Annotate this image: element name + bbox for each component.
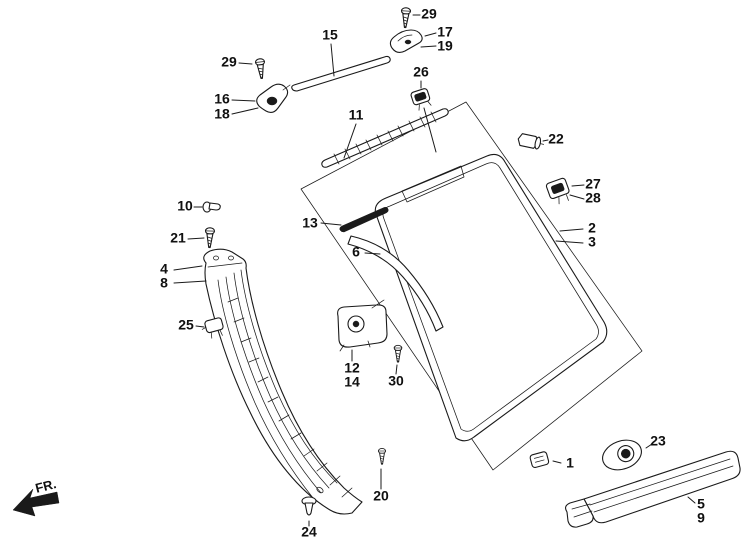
- roof-molding: [291, 55, 391, 92]
- callout-1: 1: [566, 455, 574, 471]
- callout-10: 10: [177, 198, 193, 214]
- callout-29-top: 29: [421, 6, 437, 22]
- callout-13: 13: [302, 215, 318, 231]
- bottom-clip: [301, 496, 317, 516]
- screw-icon: [377, 448, 387, 465]
- quarter-glass: [374, 153, 608, 442]
- callout-6: 6: [352, 244, 360, 260]
- callout-21: 21: [170, 230, 186, 246]
- callout-16: 16: [214, 91, 230, 107]
- lower-clip: [529, 451, 550, 469]
- garnish-clip-b: [201, 317, 224, 339]
- callout-19: 19: [437, 38, 453, 54]
- fr-label: FR.: [34, 476, 58, 496]
- bolt-icon: [517, 133, 545, 150]
- upper-clip: [410, 88, 432, 111]
- side-clip: [545, 177, 570, 205]
- lock-bracket: [337, 299, 388, 352]
- garnish-clip-a: [202, 201, 221, 213]
- fr-direction-arrow: FR.: [12, 476, 60, 517]
- callout-3: 3: [588, 234, 596, 250]
- callout-4: 4: [160, 261, 168, 277]
- callout-27: 27: [585, 176, 601, 192]
- callout-24: 24: [301, 524, 317, 540]
- callout-26: 26: [413, 64, 429, 80]
- screw-icon: [400, 7, 412, 29]
- callout-11: 11: [349, 107, 364, 123]
- callout-9: 9: [697, 510, 705, 526]
- molding-clip-left: [256, 83, 291, 114]
- corner-molding: [339, 206, 389, 233]
- callout-23: 23: [650, 433, 666, 449]
- callout-2: 2: [588, 220, 596, 236]
- callout-5: 5: [697, 496, 705, 512]
- callout-18: 18: [214, 106, 230, 122]
- molding-end-cap: [389, 29, 423, 54]
- callout-17: 17: [437, 24, 453, 40]
- glass-label-detail: [401, 165, 465, 203]
- screw-icon: [254, 57, 267, 80]
- callout-28: 28: [585, 190, 601, 206]
- callout-8: 8: [160, 275, 168, 291]
- leader-lines: [173, 14, 696, 527]
- callout-30: 30: [388, 373, 404, 389]
- callout-25: 25: [178, 317, 194, 333]
- pillar-garnish: [203, 248, 363, 515]
- callout-12: 12: [344, 360, 360, 376]
- upper-molding-strip: [321, 108, 449, 168]
- callout-22: 22: [548, 131, 564, 147]
- callout-14: 14: [344, 374, 360, 390]
- grommet: [602, 439, 642, 471]
- callout-29-left: 29: [221, 54, 237, 70]
- screw-icon: [204, 227, 216, 249]
- callout-20: 20: [373, 488, 389, 504]
- glass-run-channel: [347, 235, 444, 332]
- screw-icon: [393, 344, 403, 363]
- lower-molding: [565, 450, 741, 528]
- callout-15: 15: [322, 27, 338, 43]
